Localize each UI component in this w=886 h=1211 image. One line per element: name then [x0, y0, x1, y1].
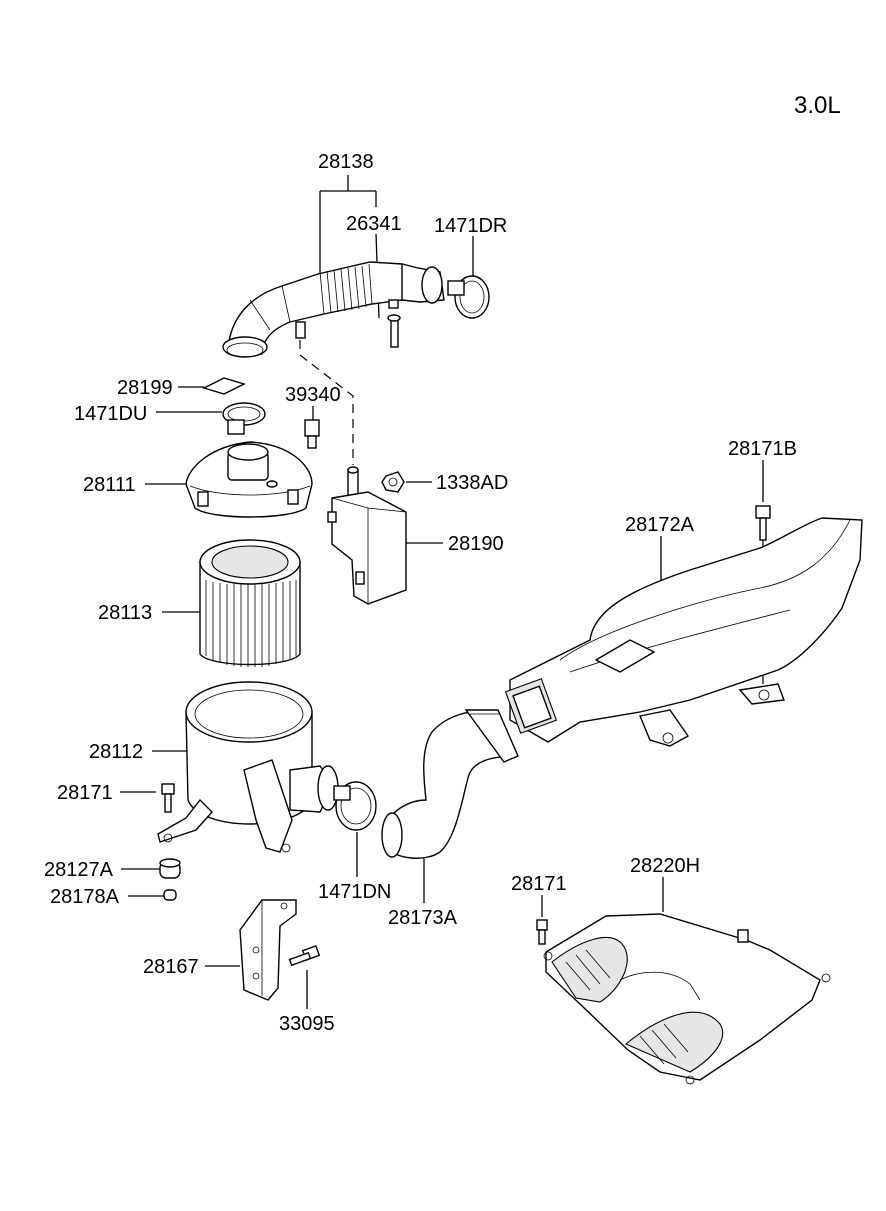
part-label-28171B[interactable]: 28171B — [728, 438, 797, 460]
clamp-1471DN — [333, 781, 377, 831]
bolt-28171B — [755, 505, 771, 541]
filter-element — [199, 539, 301, 667]
intake-duct — [381, 709, 519, 859]
label-sheet-28199 — [202, 377, 246, 395]
part-label-39340[interactable]: 39340 — [285, 384, 341, 406]
part-label-28112[interactable]: 28112 — [89, 741, 143, 763]
bracket-28167 — [239, 899, 297, 1001]
nut-1338AD — [381, 471, 405, 493]
bolt-33095 — [288, 945, 321, 967]
clamp-1471DU — [222, 402, 266, 435]
part-label-28113[interactable]: 28113 — [98, 602, 152, 624]
collar-28178A — [163, 889, 177, 901]
part-label-1471DU[interactable]: 1471DU — [74, 403, 147, 425]
part-label-1471DR[interactable]: 1471DR — [434, 215, 507, 237]
part-label-28138[interactable]: 28138 — [318, 151, 374, 173]
filter-housing — [157, 681, 339, 853]
resonator — [327, 466, 407, 605]
part-label-28111[interactable]: 28111 — [83, 474, 136, 496]
bushing-28127A — [159, 858, 181, 879]
clamp-1471DR — [447, 275, 490, 319]
part-label-28173A[interactable]: 28173A — [388, 907, 458, 929]
engine-label: 3.0L — [794, 92, 841, 119]
part-label-28171-left[interactable]: 28171 — [57, 782, 113, 804]
bolt-28171-left — [161, 783, 175, 813]
part-label-28172A[interactable]: 28172A — [625, 514, 695, 536]
part-label-28178A[interactable]: 28178A — [50, 886, 120, 908]
air-guard — [543, 913, 831, 1085]
bolt-28171-right — [536, 919, 548, 945]
part-label-28199[interactable]: 28199 — [117, 377, 173, 399]
pin-26341 — [387, 314, 401, 348]
part-label-26341[interactable]: 26341 — [346, 213, 402, 235]
part-label-28220H[interactable]: 28220H — [630, 855, 700, 877]
part-label-33095[interactable]: 33095 — [279, 1013, 335, 1035]
sensor-39340 — [304, 419, 320, 449]
part-label-1471DN[interactable]: 1471DN — [318, 881, 391, 903]
part-label-28127A[interactable]: 28127A — [44, 859, 114, 881]
part-label-1338AD[interactable]: 1338AD — [436, 472, 508, 494]
part-label-28167[interactable]: 28167 — [143, 956, 199, 978]
air-duct — [504, 517, 863, 747]
part-label-28171-right[interactable]: 28171 — [511, 873, 567, 895]
filter-cover — [185, 441, 313, 518]
part-label-28190[interactable]: 28190 — [448, 533, 504, 555]
intake-hose — [222, 261, 445, 358]
